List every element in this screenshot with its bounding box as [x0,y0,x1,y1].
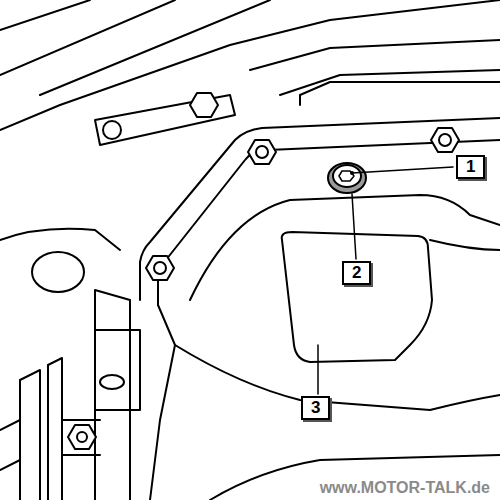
mount-hole [32,252,84,292]
housing-line [0,229,120,250]
nut-center [77,432,87,442]
callout-number: 2 [342,261,371,285]
plate-stack [20,358,62,500]
hex-nut [68,425,96,449]
hex-bolt [431,128,459,152]
tag-oval [100,375,124,389]
leader-line [352,167,453,173]
hex-bolt [146,256,174,280]
bracket-plate [95,330,140,410]
housing-line [0,420,20,470]
bolt-head [439,134,451,146]
bracket-eye [103,121,121,139]
pan-contour [175,345,500,410]
bolt-head [154,262,166,274]
hex-bolt [248,140,276,164]
bracket-plate [95,290,130,500]
pan-wall [150,305,175,500]
watermark: www.MOTOR-TALK.de [320,479,490,497]
frame-line [0,0,500,130]
leader-line [352,194,356,259]
oil-reservoir [282,232,432,362]
bolt-shank [62,420,100,455]
seal-ring [328,163,366,193]
frame-line [250,40,500,95]
hex-bolt [190,93,218,117]
leader-dot [350,171,354,175]
frame-line [0,0,270,95]
leader-line [317,345,319,394]
bolt-head [256,146,268,158]
filler-plug [333,165,361,187]
frame-line [300,82,500,105]
pan-contour [210,455,500,500]
pan-contour [430,240,500,250]
callout-number: 3 [301,396,330,420]
plug-socket [339,171,354,181]
callout-number: 1 [456,155,485,179]
